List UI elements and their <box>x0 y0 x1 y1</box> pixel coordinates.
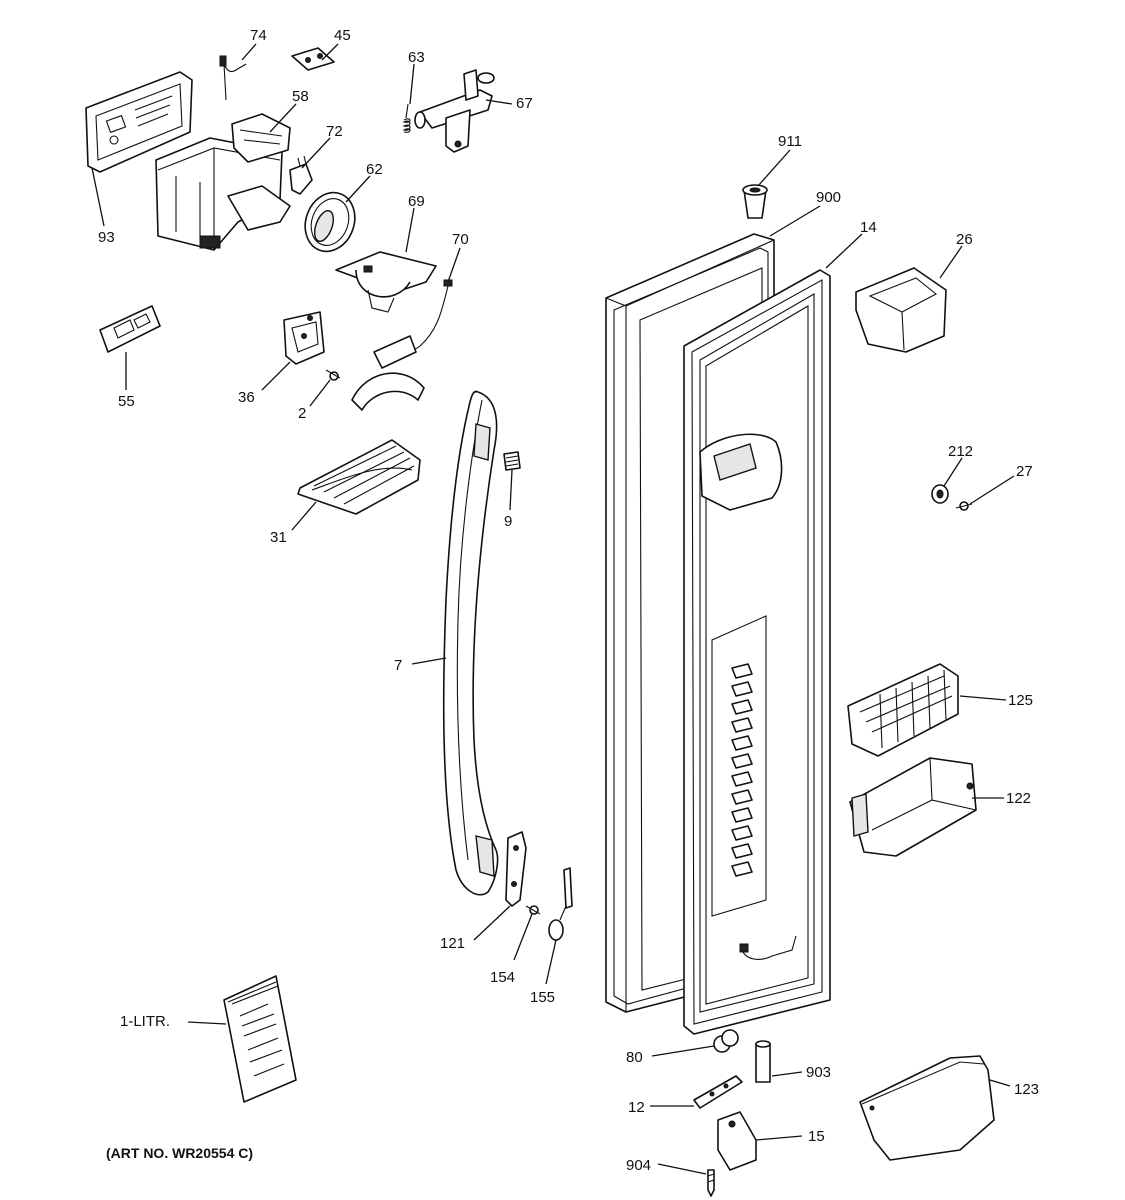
callout-2: 2 <box>298 405 306 422</box>
part-70-arm <box>351 279 453 411</box>
part-7-handle <box>442 390 499 896</box>
callout-58: 58 <box>292 88 309 105</box>
part-9-screw <box>503 451 521 471</box>
callout-125: 125 <box>1008 692 1033 709</box>
leader-lines <box>91 43 1015 1175</box>
callout-93: 93 <box>98 229 115 246</box>
door-rib-panel <box>711 615 767 917</box>
callout-67: 67 <box>516 95 533 112</box>
part-212-spacer <box>931 484 949 504</box>
callout-121: 121 <box>440 935 465 952</box>
part-911-plug <box>742 184 768 219</box>
callout-903: 903 <box>806 1064 831 1081</box>
door-rib <box>731 699 753 715</box>
door-rib <box>731 771 753 787</box>
callout-72: 72 <box>326 123 343 140</box>
part-155-clip <box>548 867 573 941</box>
door-ribs <box>711 615 767 917</box>
part-15-hinge <box>717 1111 757 1171</box>
door-rib <box>731 825 753 841</box>
door-wire <box>739 935 797 960</box>
callout-9: 9 <box>504 513 512 530</box>
callout-154: 154 <box>490 969 515 986</box>
art-number: (ART NO. WR20554 C) <box>106 1145 253 1161</box>
callout-70: 70 <box>452 231 469 248</box>
part-903-pin <box>755 1040 771 1083</box>
part-58-housing <box>155 113 291 251</box>
part-72-switch <box>289 155 313 195</box>
part-69-funnel <box>335 251 437 313</box>
callout-36: 36 <box>238 389 255 406</box>
part-154-screw <box>525 905 541 915</box>
callout-123: 123 <box>1014 1081 1039 1098</box>
part-93-control-panel <box>85 71 193 173</box>
callout-7: 7 <box>394 657 402 674</box>
callout-911: 911 <box>778 133 802 150</box>
callout-69: 69 <box>408 193 425 210</box>
part-1-litr-manual <box>223 975 297 1103</box>
part-31-grille <box>297 439 421 515</box>
door-dispenser-recess <box>699 433 783 511</box>
door-rib <box>731 861 753 877</box>
part-14-gasket <box>683 269 831 1035</box>
callout-27: 27 <box>1016 463 1033 480</box>
part-80-bushing <box>713 1029 739 1053</box>
door-rib <box>731 843 753 859</box>
part-122-bin <box>849 757 977 857</box>
callout-63: 63 <box>408 49 425 66</box>
part-26-cup <box>855 267 947 353</box>
part-67-hinge <box>414 69 495 153</box>
callout-74: 74 <box>250 27 267 44</box>
callout-62: 62 <box>366 161 383 178</box>
part-74-spring <box>219 55 247 101</box>
callout-45: 45 <box>334 27 351 44</box>
door-rib <box>731 789 753 805</box>
door-rib <box>731 753 753 769</box>
callout-26: 26 <box>956 231 973 248</box>
part-12-plate <box>693 1075 743 1109</box>
callout-904: 904 <box>626 1157 651 1174</box>
door-rib <box>731 735 753 751</box>
part-121-bracket <box>505 831 527 907</box>
callout-15: 15 <box>808 1128 825 1145</box>
callout-122: 122 <box>1006 790 1031 807</box>
callout-31: 31 <box>270 529 287 546</box>
callout-212: 212 <box>948 443 973 460</box>
door-rib <box>731 807 753 823</box>
part-27-screw <box>955 501 973 511</box>
door-rib <box>731 681 753 697</box>
callout-55: 55 <box>118 393 135 410</box>
door-rib <box>731 663 753 679</box>
callout-12: 12 <box>628 1099 645 1116</box>
callout-1-litr: 1-LITR. <box>120 1013 170 1030</box>
part-62-ring <box>304 191 356 253</box>
part-2-screw <box>325 369 341 381</box>
door-rib <box>731 717 753 733</box>
part-45-bracket <box>291 47 335 71</box>
part-55-board <box>99 305 161 353</box>
part-36-bracket <box>283 311 325 365</box>
part-125-basket <box>847 663 959 757</box>
part-904-screw <box>707 1169 715 1197</box>
callout-labels: 74 45 63 67 58 72 62 93 69 70 911 900 14… <box>98 27 1039 1174</box>
part-63-spring <box>402 103 411 133</box>
callout-900: 900 <box>816 189 841 206</box>
part-123-bin <box>859 1055 995 1161</box>
callout-80: 80 <box>626 1049 643 1066</box>
callout-14: 14 <box>860 219 877 236</box>
callout-155: 155 <box>530 989 555 1006</box>
